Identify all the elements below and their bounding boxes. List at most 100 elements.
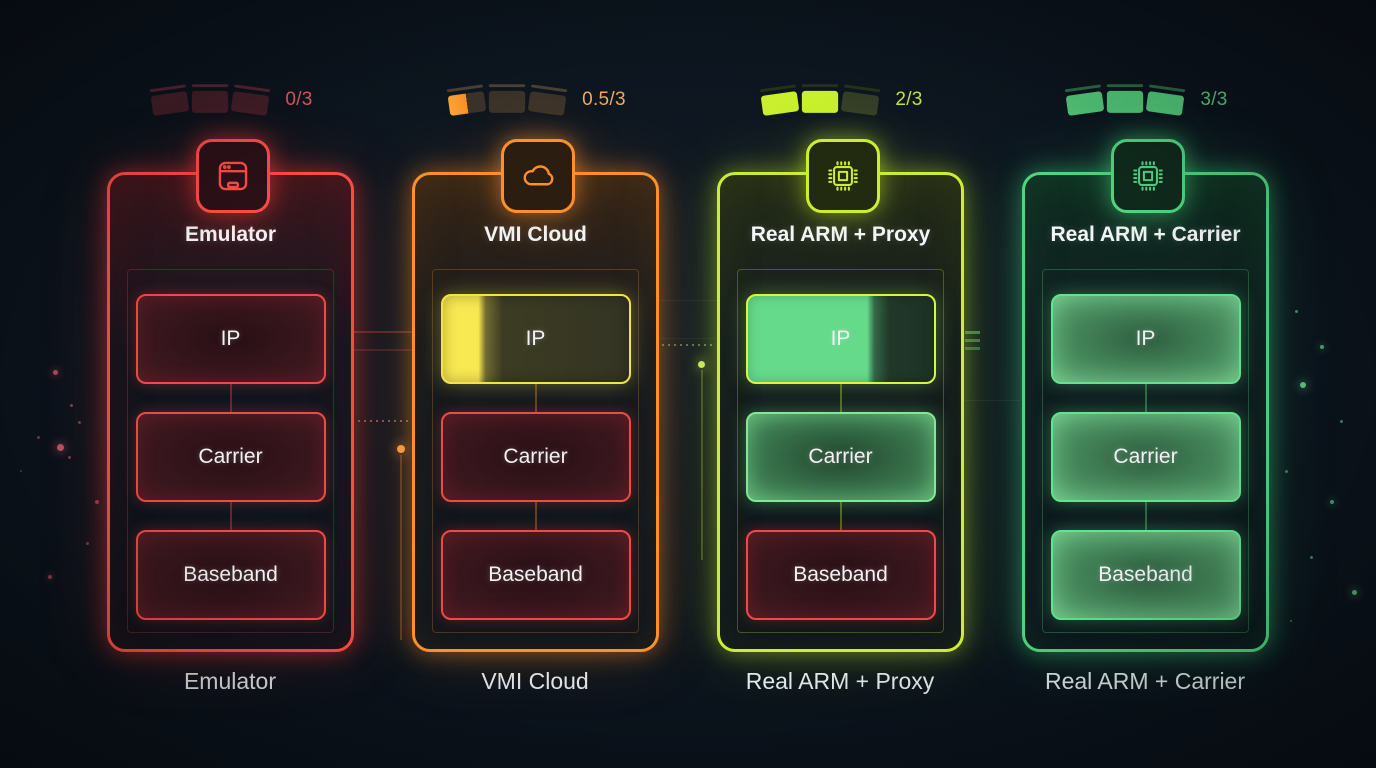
glow-dot — [70, 404, 73, 407]
score-gauge: 0/3 — [107, 82, 353, 118]
column-footer-label: VMI Cloud — [481, 668, 589, 694]
decor-dotted-row — [352, 420, 410, 422]
glow-dot — [698, 361, 705, 368]
app-window-icon — [196, 139, 270, 213]
layer-label: Baseband — [1098, 563, 1193, 586]
connector-line — [839, 384, 842, 412]
layer-label: IP — [525, 327, 546, 350]
layer-box-carrier: Carrier — [1050, 412, 1241, 502]
score-gauge: 0.5/3 — [412, 82, 658, 118]
layer-box-baseband: Baseband — [440, 530, 631, 620]
gauge-segments — [1065, 84, 1186, 116]
column-footer-label: Real ARM + Carrier — [1044, 668, 1246, 694]
decor-line — [400, 455, 402, 640]
layer-box-baseband: Baseband — [745, 530, 936, 620]
decor-line — [353, 349, 412, 351]
glow-dot — [1320, 345, 1324, 349]
layer-label: Baseband — [183, 563, 278, 586]
glow-dot — [57, 444, 64, 451]
decor-line — [965, 347, 980, 350]
layer-label: Baseband — [793, 563, 888, 586]
glow-dot — [20, 470, 22, 472]
layer-label: IP — [830, 327, 851, 350]
option-column-emulator: 0/3 Emulator IP Carrier Baseband Emulato… — [107, 0, 354, 768]
option-card: Real ARM + Carrier IP Carrier Baseband — [1022, 172, 1269, 652]
layers-panel: IP Carrier Baseband — [1042, 269, 1249, 633]
score-gauge: 2/3 — [717, 82, 963, 118]
layer-label: Carrier — [1113, 445, 1178, 468]
decor-line — [965, 331, 980, 334]
score-label: 2/3 — [895, 89, 923, 110]
connector-line — [229, 384, 232, 412]
layer-label: IP — [220, 327, 241, 350]
option-card: Emulator IP Carrier Baseband — [107, 172, 354, 652]
option-column-real-arm-carrier: 3/3 Real ARM + Carrier IP Carrier Baseba… — [1022, 0, 1269, 768]
glow-dot — [78, 421, 81, 424]
gauge-segments — [150, 84, 271, 116]
option-card: Real ARM + Proxy IP Carrier Baseband — [717, 172, 964, 652]
layers-panel: IP Carrier Baseband — [127, 269, 334, 633]
layer-box-ip: IP — [745, 294, 936, 384]
layer-label: Baseband — [488, 563, 583, 586]
chip-icon — [806, 139, 880, 213]
layer-label: Carrier — [503, 445, 568, 468]
decor-dotted-row — [656, 344, 712, 346]
glow-dot — [95, 500, 99, 504]
layer-box-carrier: Carrier — [135, 412, 326, 502]
glow-dot — [86, 542, 89, 545]
layer-box-carrier: Carrier — [440, 412, 631, 502]
decor-line — [701, 370, 703, 560]
card-title: VMI Cloud — [484, 223, 587, 246]
glow-dot — [1285, 470, 1288, 473]
layers-panel: IP Carrier Baseband — [432, 269, 639, 633]
layer-label: Carrier — [808, 445, 873, 468]
option-column-vmi-cloud: 0.5/3 VMI Cloud IP Carrier Baseband VMI … — [412, 0, 659, 768]
chip-icon — [1111, 139, 1185, 213]
column-footer-label: Emulator — [183, 668, 277, 694]
option-card: VMI Cloud IP Carrier Baseband — [412, 172, 659, 652]
option-column-real-arm-proxy: 2/3 Real ARM + Proxy IP Carrier Baseband — [717, 0, 964, 768]
score-gauge: 3/3 — [1022, 82, 1268, 118]
card-title: Real ARM + Carrier — [1050, 223, 1241, 246]
connector-line — [534, 384, 537, 412]
layer-label: Carrier — [198, 445, 263, 468]
glow-dot — [1290, 620, 1292, 622]
layer-box-ip: IP — [1050, 294, 1241, 384]
layer-box-carrier: Carrier — [745, 412, 936, 502]
glow-dot — [1340, 420, 1343, 423]
glow-dot — [68, 456, 71, 459]
glow-dot — [48, 575, 52, 579]
gauge-segments — [446, 84, 568, 116]
decor-line — [353, 331, 412, 333]
glow-dot — [1295, 310, 1298, 313]
score-label: 0/3 — [285, 89, 313, 110]
connector-line — [229, 502, 232, 530]
connector-line — [1144, 502, 1147, 530]
layer-box-baseband: Baseband — [135, 530, 326, 620]
glow-dot — [1300, 382, 1306, 388]
connector-line — [1144, 384, 1147, 412]
glow-dot — [1330, 500, 1334, 504]
glow-dot — [397, 445, 405, 453]
score-label: 3/3 — [1200, 89, 1228, 110]
glow-dot — [1352, 590, 1357, 595]
gauge-segments — [760, 84, 881, 116]
glow-dot — [53, 370, 58, 375]
card-title: Emulator — [184, 223, 276, 246]
glow-dot — [37, 436, 40, 439]
layer-box-ip: IP — [135, 294, 326, 384]
layer-box-baseband: Baseband — [1050, 530, 1241, 620]
cloud-icon — [501, 139, 575, 213]
decor-line — [965, 400, 1020, 401]
glow-dot — [1310, 556, 1313, 559]
connector-line — [839, 502, 842, 530]
decor-line — [965, 339, 980, 342]
layer-box-ip: IP — [440, 294, 631, 384]
card-title: Real ARM + Proxy — [750, 223, 931, 246]
score-label: 0.5/3 — [582, 89, 626, 110]
layers-panel: IP Carrier Baseband — [737, 269, 944, 633]
connector-line — [534, 502, 537, 530]
decor-line — [660, 300, 716, 301]
decor-line — [660, 338, 716, 339]
